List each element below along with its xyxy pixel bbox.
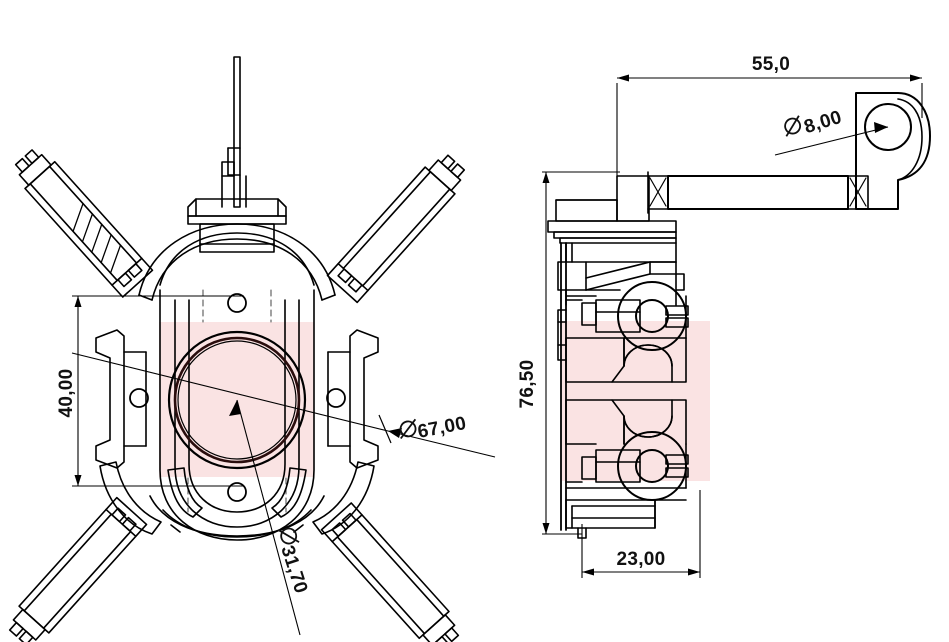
front-view-arm-upper-right (14, 149, 154, 298)
side-view-body (557, 242, 685, 306)
bolt-hole-right (326, 388, 346, 408)
front-view-central-bore (167, 330, 307, 470)
front-view-outer-lobes (95, 329, 379, 469)
leader-line-d3170 (236, 399, 301, 636)
bolt-hole-top (227, 293, 247, 313)
leader-line-d8 (774, 126, 889, 156)
watermark-front-view (159, 322, 314, 477)
lever-eye-bore (864, 103, 912, 151)
dimension-55 (616, 74, 923, 178)
side-view-lever-arm (647, 171, 869, 214)
roller-lower-bore (635, 449, 669, 483)
bolt-hole-left (129, 388, 149, 408)
front-view-bottom-pockets (167, 467, 307, 518)
side-view-roller-block-upper (565, 281, 689, 383)
leader-line-d67-a (71, 352, 389, 432)
side-view-base-plate (565, 499, 687, 539)
dimension-d3170 (229, 399, 301, 636)
diameter-symbol-d3170 (277, 527, 300, 545)
front-view-hidden-lines (187, 289, 287, 513)
front-view-central-body (159, 289, 315, 541)
front-view-arm-lower-left (320, 502, 460, 642)
spring-coils (72, 202, 122, 274)
front-view-arm-upper-left (8, 496, 148, 642)
front-view-bolt-holes (129, 293, 346, 502)
side-view-lever-eye (855, 92, 931, 210)
dimension-23 (581, 490, 701, 578)
dimension-label-23: 23,00 (616, 549, 665, 570)
side-view-roller-block-lower (565, 399, 689, 501)
front-view-top-collar (187, 198, 287, 253)
dimension-label-7650: 76,50 (517, 359, 538, 408)
diameter-symbol-d8 (784, 115, 802, 137)
diameter-symbol-d67 (399, 418, 417, 440)
front-view-arm-lower-right (326, 154, 466, 304)
front-view (8, 56, 466, 642)
dimension-7650 (542, 171, 620, 535)
bolt-hole-bottom (227, 482, 247, 502)
side-view (547, 92, 931, 539)
front-view-stem (221, 56, 247, 208)
roller-upper-bore (635, 299, 669, 333)
dimension-label-40: 40,00 (56, 368, 77, 417)
dimension-label-55: 55,0 (752, 54, 790, 75)
dimension-d8 (774, 122, 889, 156)
front-view-bottom-arcs (99, 461, 375, 538)
dimension-40 (72, 295, 244, 487)
